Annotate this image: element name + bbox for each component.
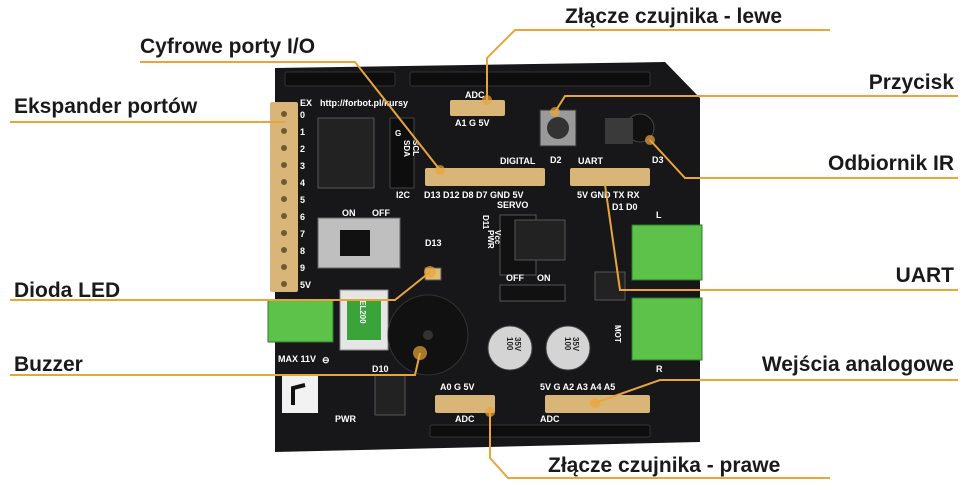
expander-pin-number: 1 — [300, 127, 305, 137]
expander-pin-number: 3 — [300, 161, 305, 171]
silk-vcc: Vcc — [493, 230, 502, 245]
silk-scl: SCL — [411, 140, 420, 156]
silk-cap2-35v: 35V — [571, 337, 580, 352]
label-zlacze-czujnika-prawe: Złącze czujnika - prawe — [548, 454, 781, 477]
label-odbiornik-ir: Odbiornik IR — [828, 152, 954, 175]
motor-terminal-right-bottom — [631, 297, 703, 361]
silk-cap2-100: 100 — [563, 337, 572, 351]
sensor-left-header — [450, 100, 505, 116]
label-cyfrowe-porty: Cyfrowe porty I/O — [140, 35, 316, 58]
forbot-logo — [282, 375, 318, 413]
pcb-board — [275, 62, 700, 452]
silk-max11v: MAX 11V — [278, 354, 316, 364]
label-uart: UART — [895, 264, 954, 287]
silk-a1g5v: A1 G 5V — [455, 118, 490, 128]
silk-adc-top: ADC — [465, 90, 485, 100]
silk-l: L — [656, 210, 662, 220]
expander-pins — [281, 111, 287, 287]
callout-dots — [413, 95, 655, 417]
bottom-pin-header — [429, 424, 651, 438]
silk-analog-pins: 5V G A2 A3 A4 A5 — [540, 382, 615, 392]
silk-d13-row: D13 D12 D8 D7 GND 5V — [424, 190, 524, 200]
label-przycisk: Przycisk — [868, 71, 954, 94]
silk-d3: D3 — [652, 155, 664, 165]
voltage-regulator — [514, 219, 566, 261]
silk-sda: SDA — [402, 140, 411, 157]
silk-adc-bl: ADC — [455, 414, 475, 424]
silk-uart-pins: 5V GND TX RX — [577, 190, 640, 200]
label-wejscia-analogowe: Wejścia analogowe — [761, 353, 954, 376]
silk-mot: MOT — [613, 325, 622, 343]
silk-pwr-v: PWR — [486, 230, 495, 249]
silk-off2: OFF — [506, 273, 524, 283]
expander-pin-number: 7 — [300, 229, 305, 239]
capacitor-left — [487, 325, 533, 371]
line-czujnik-prawe — [489, 412, 830, 479]
expander-pin-number: 5V — [300, 280, 311, 290]
silk-d11: D11 — [481, 215, 490, 230]
silk-r: R — [656, 364, 663, 374]
silk-a0g5v: A0 G 5V — [440, 382, 475, 392]
silk-off: OFF — [372, 208, 390, 218]
silk-d1d0: D1 D0 — [612, 202, 638, 212]
silk-cap1-35v: 35V — [513, 337, 522, 352]
sensor-right-header — [435, 395, 495, 413]
small-ic — [374, 374, 406, 416]
silk-uart: UART — [578, 156, 603, 166]
silk-on: ON — [342, 208, 356, 218]
line-cyfrowe — [140, 61, 441, 171]
silk-d10: D10 — [372, 364, 389, 374]
line-odbiornik — [649, 139, 958, 179]
silk-minus: ⊖ — [322, 355, 330, 365]
silk-on2: ON — [537, 273, 551, 283]
top-pin-header — [284, 71, 651, 87]
expander-pin-number: 0 — [300, 110, 305, 120]
driver-ic — [594, 271, 626, 301]
silk-digital: DIGITAL — [500, 156, 536, 166]
silk-pwr: PWR — [335, 414, 356, 424]
silk-cap1-100: 100 — [505, 337, 514, 351]
label-ekspander-portow: Ekspander portów — [14, 95, 198, 118]
expander-pin-number: 8 — [300, 246, 305, 256]
expander-ic — [317, 117, 375, 189]
motor-terminal-right-top — [631, 224, 703, 281]
expander-pin-number: 2 — [300, 144, 305, 154]
line-buzzer — [10, 352, 421, 376]
silk-el200: EL200 — [358, 300, 367, 324]
line-dioda — [10, 271, 431, 301]
uart-header — [570, 168, 650, 186]
silk-g: G — [395, 129, 401, 138]
line-przycisk — [554, 95, 958, 113]
label-buzzer: Buzzer — [14, 353, 83, 376]
silk-d13: D13 — [425, 238, 442, 248]
silk-servo: SERVO — [497, 200, 528, 210]
servo-power-header — [499, 284, 566, 302]
silk-ex: EX — [300, 98, 312, 108]
expander-pin-number: 6 — [300, 212, 305, 222]
digital-header — [425, 168, 545, 186]
expander-pin-numbers: 0 1 2 3 4 5 6 7 8 9 5V — [300, 110, 311, 290]
line-analogowe — [594, 379, 958, 404]
silk-i2c: I2C — [396, 190, 411, 200]
label-zlacze-czujnika-lewe: Złącze czujnika - lewe — [565, 5, 783, 28]
line-uart — [604, 184, 958, 291]
silk-d2: D2 — [550, 155, 562, 165]
capacitor-right — [545, 325, 591, 371]
expander-pin-number: 5 — [300, 195, 305, 205]
expander-pin-number: 4 — [300, 178, 305, 188]
i2c-header — [389, 117, 415, 189]
line-czujnik-lewe — [486, 29, 830, 100]
label-dioda-led: Dioda LED — [14, 279, 121, 302]
silk-adc-br: ADC — [540, 414, 560, 424]
silk-url: http://forbot.pl/kursy — [320, 98, 408, 108]
motor-terminal-left — [267, 299, 334, 343]
expander-pin-number: 9 — [300, 263, 305, 273]
callout-lines — [10, 29, 958, 479]
